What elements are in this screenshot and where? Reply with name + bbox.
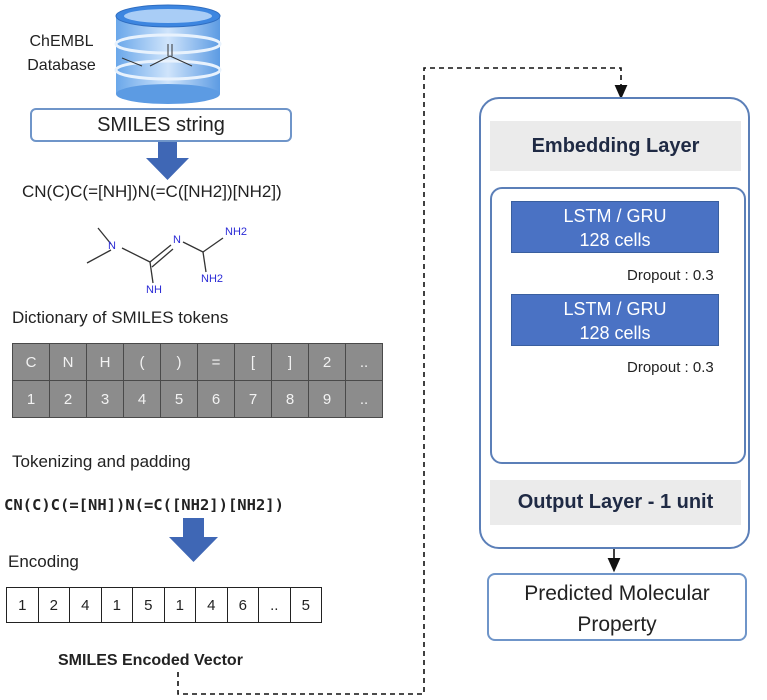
tokenized-smiles: CN(C)C(=[NH])N(=C([NH2])[NH2]) [4,496,284,514]
lstm2-title: LSTM / GRU [563,299,667,319]
token-cell: ( [123,343,161,381]
token-id-cell: 7 [234,380,272,418]
lstm1-title: LSTM / GRU [563,206,667,226]
token-cell: N [49,343,87,381]
down-arrow-icon [146,141,189,180]
encoded-cell: 1 [100,587,133,623]
dense-layer: Dense Layer 128 units [511,392,721,442]
encoded-cell: .. [258,587,291,623]
token-cell: [ [234,343,272,381]
token-id-row: 1 2 3 4 5 6 7 8 9 .. [12,380,383,418]
encoded-cell: 5 [289,587,322,623]
database-icon [114,4,222,104]
output-layer: Output Layer - 1 unit [490,480,741,525]
encoded-cell: 5 [132,587,165,623]
dense-title: Dense Layer [564,394,668,414]
token-cell: 2 [308,343,346,381]
embedding-layer: Embedding Layer [490,121,741,171]
dropout-label-1: Dropout : 0.3 [627,267,714,284]
token-cell: = [197,343,235,381]
token-dictionary-table: C N H ( ) = [ ] 2 .. 1 2 3 4 5 6 7 8 9 .… [12,343,383,418]
token-cell: .. [345,343,383,381]
prediction-line2: Property [577,613,657,636]
dictionary-title: Dictionary of SMILES tokens [12,308,229,327]
smiles-string-text: CN(C)C(=[NH])N(=C([NH2])[NH2]) [22,182,282,201]
lstm-gru-layer-2: LSTM / GRU 128 cells [511,294,719,346]
token-id-cell: 8 [271,380,309,418]
token-cell: H [86,343,124,381]
atom-label-nh: NH [146,284,162,296]
dashed-feedback-connector [177,67,628,695]
database-label: ChEMBL Database [14,30,109,78]
token-row: C N H ( ) = [ ] 2 .. [12,343,383,381]
token-id-cell: 1 [12,380,50,418]
token-id-cell: .. [345,380,383,418]
lstm2-cells: 128 cells [579,323,651,343]
encoded-cell: 1 [6,587,39,623]
token-id-cell: 9 [308,380,346,418]
token-id-cell: 3 [86,380,124,418]
encoding-title: Encoding [8,552,79,571]
prediction-line1: Predicted Molecular [524,582,710,605]
dense-units: 128 units [579,419,653,439]
token-id-cell: 6 [197,380,235,418]
atom-label-nh2-bottom: NH2 [201,273,224,285]
encoded-vector-row: 1 2 4 1 5 1 4 6 .. 5 [6,587,322,623]
token-cell: ) [160,343,198,381]
atom-label-n-right: N [173,234,181,246]
database-label-line2: Database [27,57,96,74]
encoded-cell: 2 [37,587,70,623]
token-id-cell: 2 [49,380,87,418]
encoded-cell: 4 [69,587,102,623]
token-cell: C [12,343,50,381]
atom-label-n-left: N [108,240,116,252]
token-id-cell: 5 [160,380,198,418]
token-id-cell: 4 [123,380,161,418]
dropout-label-2: Dropout : 0.3 [627,359,714,376]
molecule-drawing [86,227,224,284]
tokenizing-title: Tokenizing and padding [12,452,191,471]
lstm-gru-layer-1: LSTM / GRU 128 cells [511,201,719,253]
lstm1-cells: 128 cells [579,230,651,250]
token-cell: ] [271,343,309,381]
database-label-line1: ChEMBL [29,33,94,50]
down-arrow-icon [169,518,218,562]
encoded-cell: 4 [195,587,228,623]
predicted-property-box: Predicted Molecular Property [487,573,747,641]
atom-label-nh2-top: NH2 [225,226,248,238]
encoded-cell: 6 [226,587,259,623]
encoded-vector-caption: SMILES Encoded Vector [58,652,243,669]
encoded-cell: 1 [163,587,196,623]
smiles-string-box: SMILES string [30,108,292,142]
encoded-vector-table: 1 2 4 1 5 1 4 6 .. 5 [6,587,322,623]
